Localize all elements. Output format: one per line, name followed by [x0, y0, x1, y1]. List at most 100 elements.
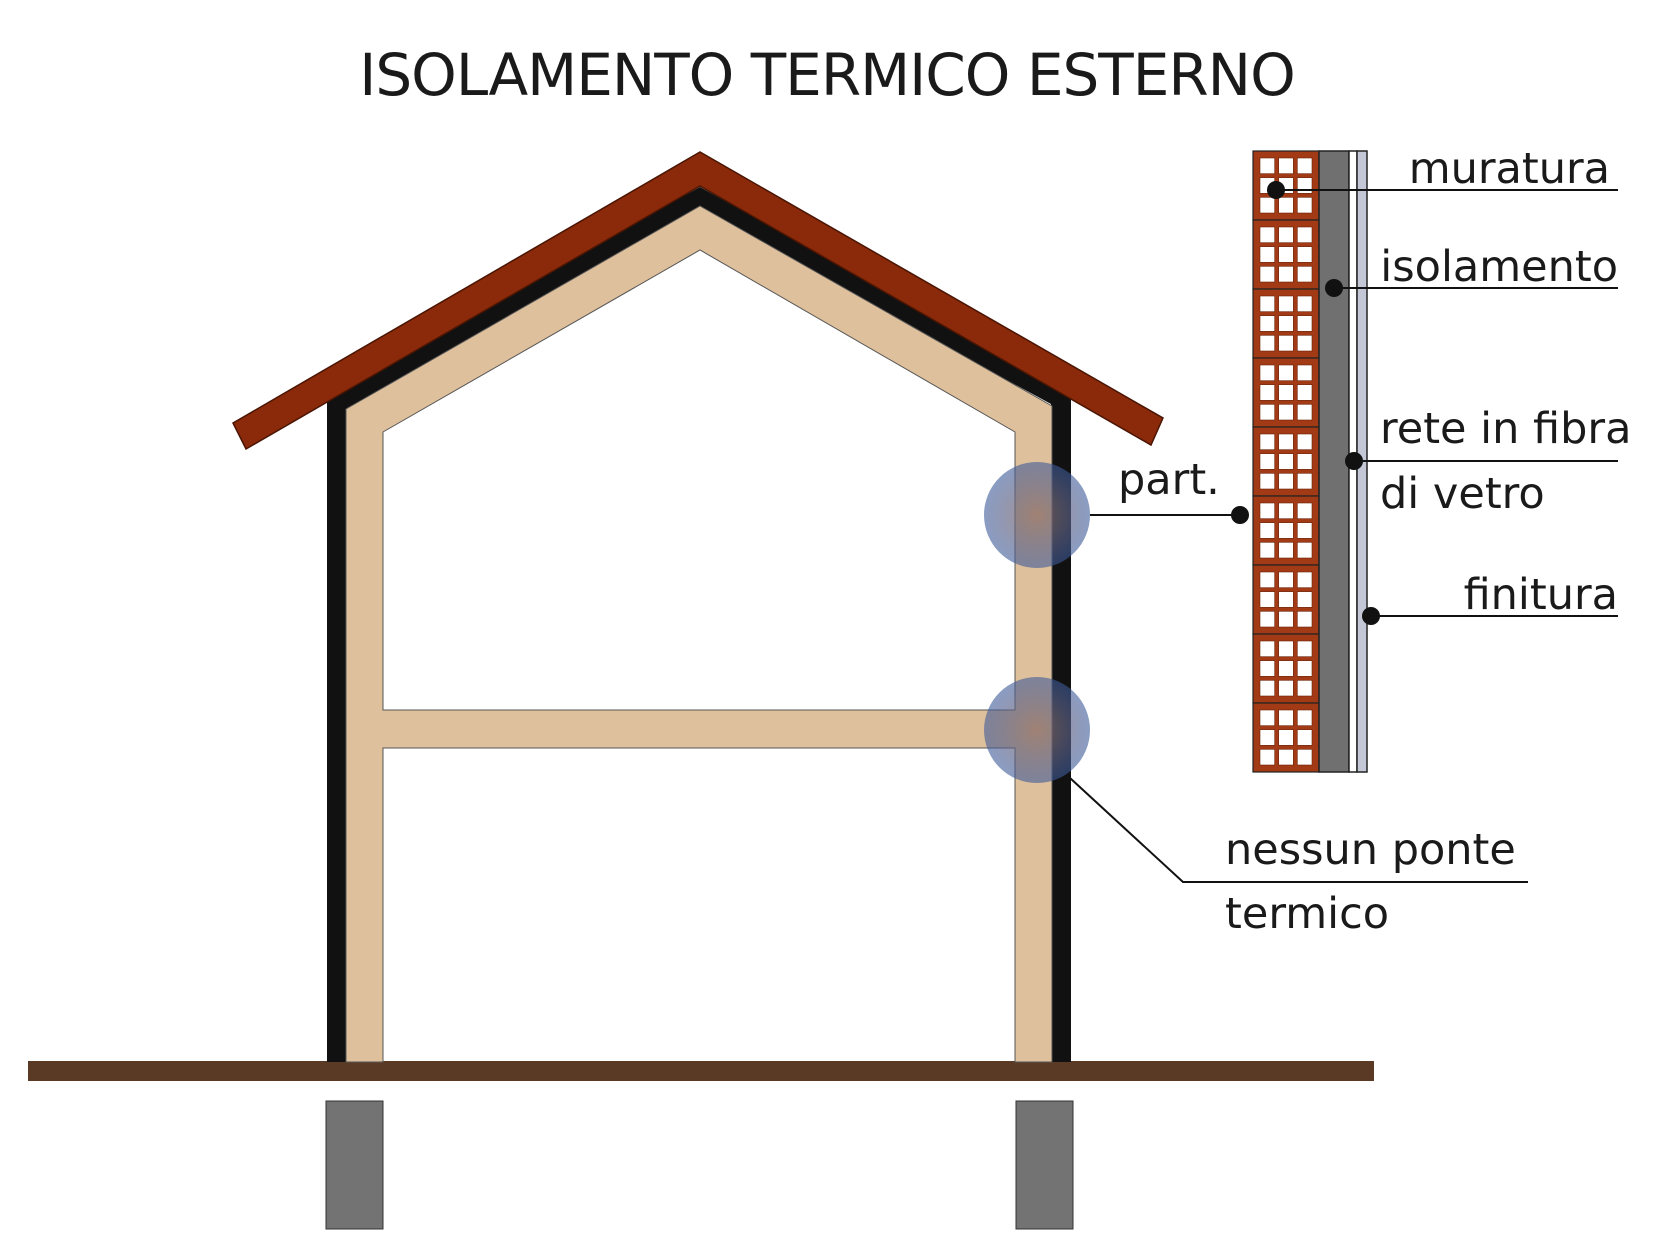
brick-cell	[1297, 197, 1313, 214]
brick-cell	[1297, 226, 1313, 243]
label-nessun-ponte-line1: nessun ponte	[1225, 825, 1516, 875]
brick-cell	[1259, 660, 1275, 677]
brick-cell	[1278, 473, 1294, 490]
brick-cell	[1259, 473, 1275, 490]
brick-cell	[1297, 433, 1313, 450]
brick-cell	[1278, 315, 1294, 332]
brick-cell	[1259, 364, 1275, 381]
brick-cell	[1259, 295, 1275, 312]
brick-cell	[1278, 749, 1294, 766]
dot-isolamento	[1325, 279, 1343, 297]
brick-cell	[1278, 453, 1294, 470]
brick-cell	[1278, 660, 1294, 677]
brick-cell	[1278, 364, 1294, 381]
brick-cell	[1259, 571, 1275, 588]
brick-cell	[1278, 226, 1294, 243]
brick-cell	[1259, 157, 1275, 174]
detail-highlight-floor	[984, 677, 1090, 783]
detail-highlight-upper	[984, 462, 1090, 568]
load-bearing-structure	[345, 205, 1053, 1063]
roof	[232, 151, 1164, 451]
brick-cell	[1259, 433, 1275, 450]
brick-cell	[1297, 473, 1313, 490]
brick-cell	[1297, 364, 1313, 381]
brick-cell	[1259, 522, 1275, 539]
foundation-right	[1015, 1100, 1074, 1230]
label-part: part.	[1118, 455, 1220, 505]
dot-rete	[1345, 452, 1363, 470]
brick-cell	[1259, 749, 1275, 766]
brick-cell	[1259, 315, 1275, 332]
label-rete-line1: rete in fibra	[1380, 404, 1631, 454]
dot-part	[1231, 506, 1249, 524]
brick-cell	[1259, 502, 1275, 519]
brick-cell	[1278, 266, 1294, 283]
brick-cell	[1278, 709, 1294, 726]
brick-cell	[1259, 611, 1275, 628]
diagram-title: ISOLAMENTO TERMICO ESTERNO	[359, 41, 1294, 109]
brick-cell	[1278, 404, 1294, 421]
brick-cell	[1278, 295, 1294, 312]
dot-muratura	[1267, 181, 1285, 199]
brick-cell	[1278, 335, 1294, 352]
brick-cell	[1297, 591, 1313, 608]
brick-cell	[1297, 729, 1313, 746]
leader-dots	[1231, 181, 1380, 625]
brick-cell	[1278, 197, 1294, 214]
brick-cell	[1278, 157, 1294, 174]
brick-cell	[1278, 433, 1294, 450]
brick-cell	[1259, 226, 1275, 243]
masonry-bricks	[1252, 150, 1320, 773]
brick-cell	[1259, 729, 1275, 746]
brick-cell	[1278, 384, 1294, 401]
brick-cell	[1259, 709, 1275, 726]
dot-finitura	[1362, 607, 1380, 625]
brick-cell	[1278, 522, 1294, 539]
brick-cell	[1259, 680, 1275, 697]
leader-nessun-ponte	[1069, 777, 1528, 883]
brick-cell	[1278, 611, 1294, 628]
brick-cell	[1297, 502, 1313, 519]
brick-cell	[1259, 542, 1275, 559]
brick-cell	[1297, 522, 1313, 539]
brick-cell	[1297, 571, 1313, 588]
brick-cell	[1297, 315, 1313, 332]
brick-cell	[1278, 640, 1294, 657]
brick-cell	[1278, 571, 1294, 588]
brick-cell	[1259, 404, 1275, 421]
detail-insulation-layer	[1318, 150, 1350, 773]
brick-cell	[1297, 709, 1313, 726]
brick-cell	[1278, 246, 1294, 263]
brick-cell	[1278, 680, 1294, 697]
brick-cell	[1259, 246, 1275, 263]
house-section	[28, 151, 1374, 1230]
brick-cell	[1259, 266, 1275, 283]
label-finitura: finitura	[1464, 570, 1618, 620]
brick-cell	[1297, 611, 1313, 628]
brick-cell	[1259, 640, 1275, 657]
brick-cell	[1297, 295, 1313, 312]
brick-cell	[1278, 591, 1294, 608]
brick-cell	[1259, 384, 1275, 401]
brick-cell	[1297, 680, 1313, 697]
brick-cell	[1278, 542, 1294, 559]
label-rete-line2: di vetro	[1380, 469, 1545, 519]
brick-cell	[1297, 384, 1313, 401]
ground-slab	[28, 1061, 1374, 1081]
label-muratura: muratura	[1409, 144, 1610, 194]
brick-cell	[1297, 542, 1313, 559]
brick-cell	[1259, 197, 1275, 214]
brick-cell	[1297, 157, 1313, 174]
brick-cell	[1278, 729, 1294, 746]
brick-cell	[1259, 591, 1275, 608]
label-nessun-ponte-line2: termico	[1225, 889, 1389, 939]
label-isolamento: isolamento	[1380, 242, 1618, 292]
brick-cell	[1297, 640, 1313, 657]
brick-cell	[1297, 335, 1313, 352]
leader-lines	[1069, 189, 1618, 883]
brick-cell	[1297, 266, 1313, 283]
brick-cell	[1297, 404, 1313, 421]
brick-cell	[1297, 660, 1313, 677]
brick-cell	[1297, 246, 1313, 263]
